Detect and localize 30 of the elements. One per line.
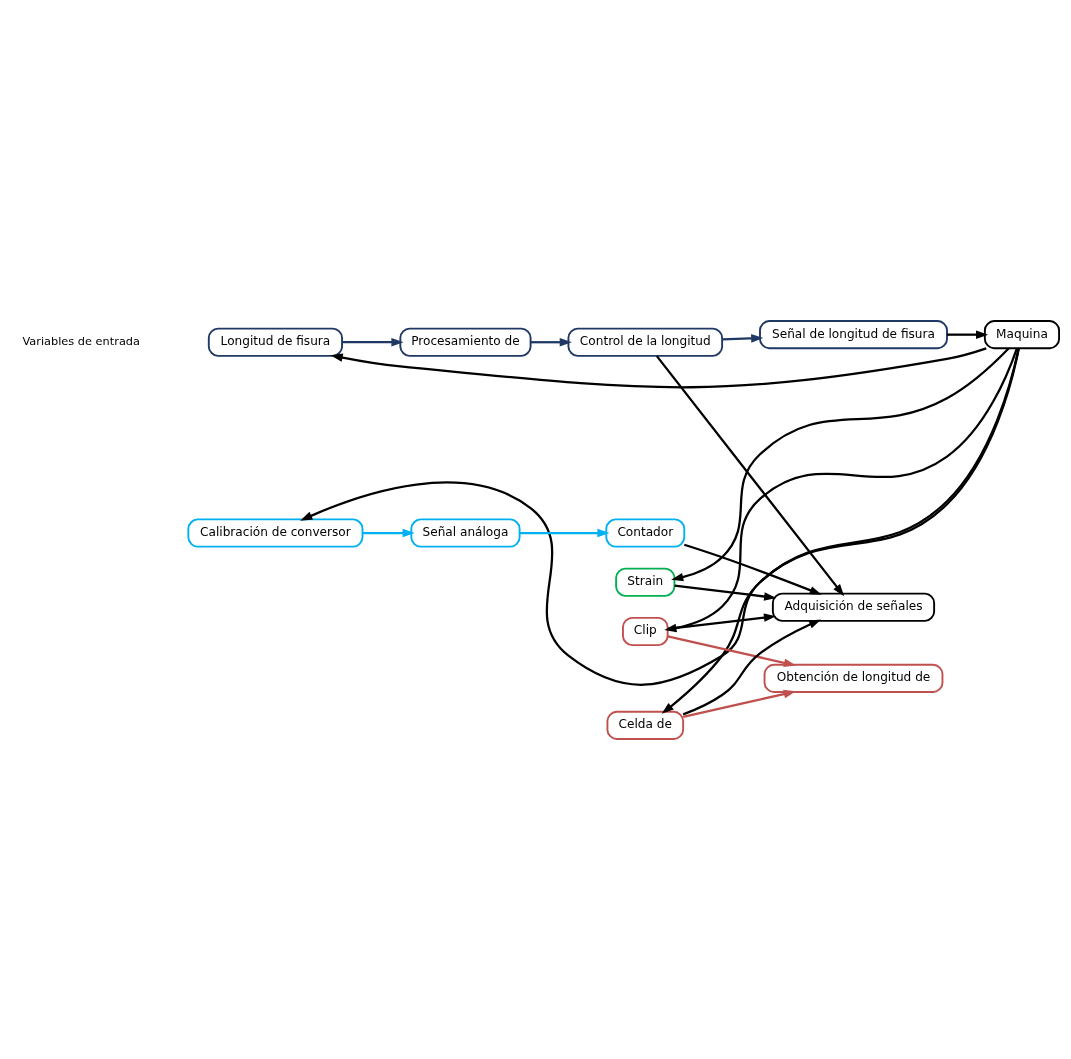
node-box: Obtención de longitud de [763, 663, 944, 693]
arrow [300, 347, 1020, 686]
node-box: Control de la longitud [567, 327, 724, 357]
arrow [655, 354, 845, 596]
node-box: Calibración de conversor [187, 517, 364, 548]
arrow [362, 528, 415, 537]
arrow [667, 634, 796, 667]
node-box: Señal análoga [410, 517, 521, 548]
arrow [530, 337, 572, 346]
arrow [722, 333, 764, 343]
arrow [674, 584, 777, 601]
arrow [667, 612, 777, 630]
arrow [671, 347, 1010, 581]
arrow [342, 337, 404, 346]
arrow [682, 618, 822, 715]
label: Variables de entrada [22, 333, 141, 348]
arrow [330, 346, 987, 388]
arrow [682, 689, 796, 718]
node-box: Celda de [606, 710, 685, 740]
arrow [519, 528, 610, 537]
arrow [683, 543, 822, 595]
node-box: Contador [605, 517, 686, 548]
arrow [947, 329, 989, 339]
node-box: Clip [622, 616, 669, 646]
node-box: Señal de longitud de fisura [759, 319, 948, 349]
node-box: Longitud de fisura [207, 327, 343, 357]
node-box: Adquisición de señales [771, 592, 936, 622]
node-box: Strain [615, 567, 676, 597]
node-box: Maquina [983, 319, 1060, 349]
node-box: Procesamiento de [399, 327, 532, 357]
